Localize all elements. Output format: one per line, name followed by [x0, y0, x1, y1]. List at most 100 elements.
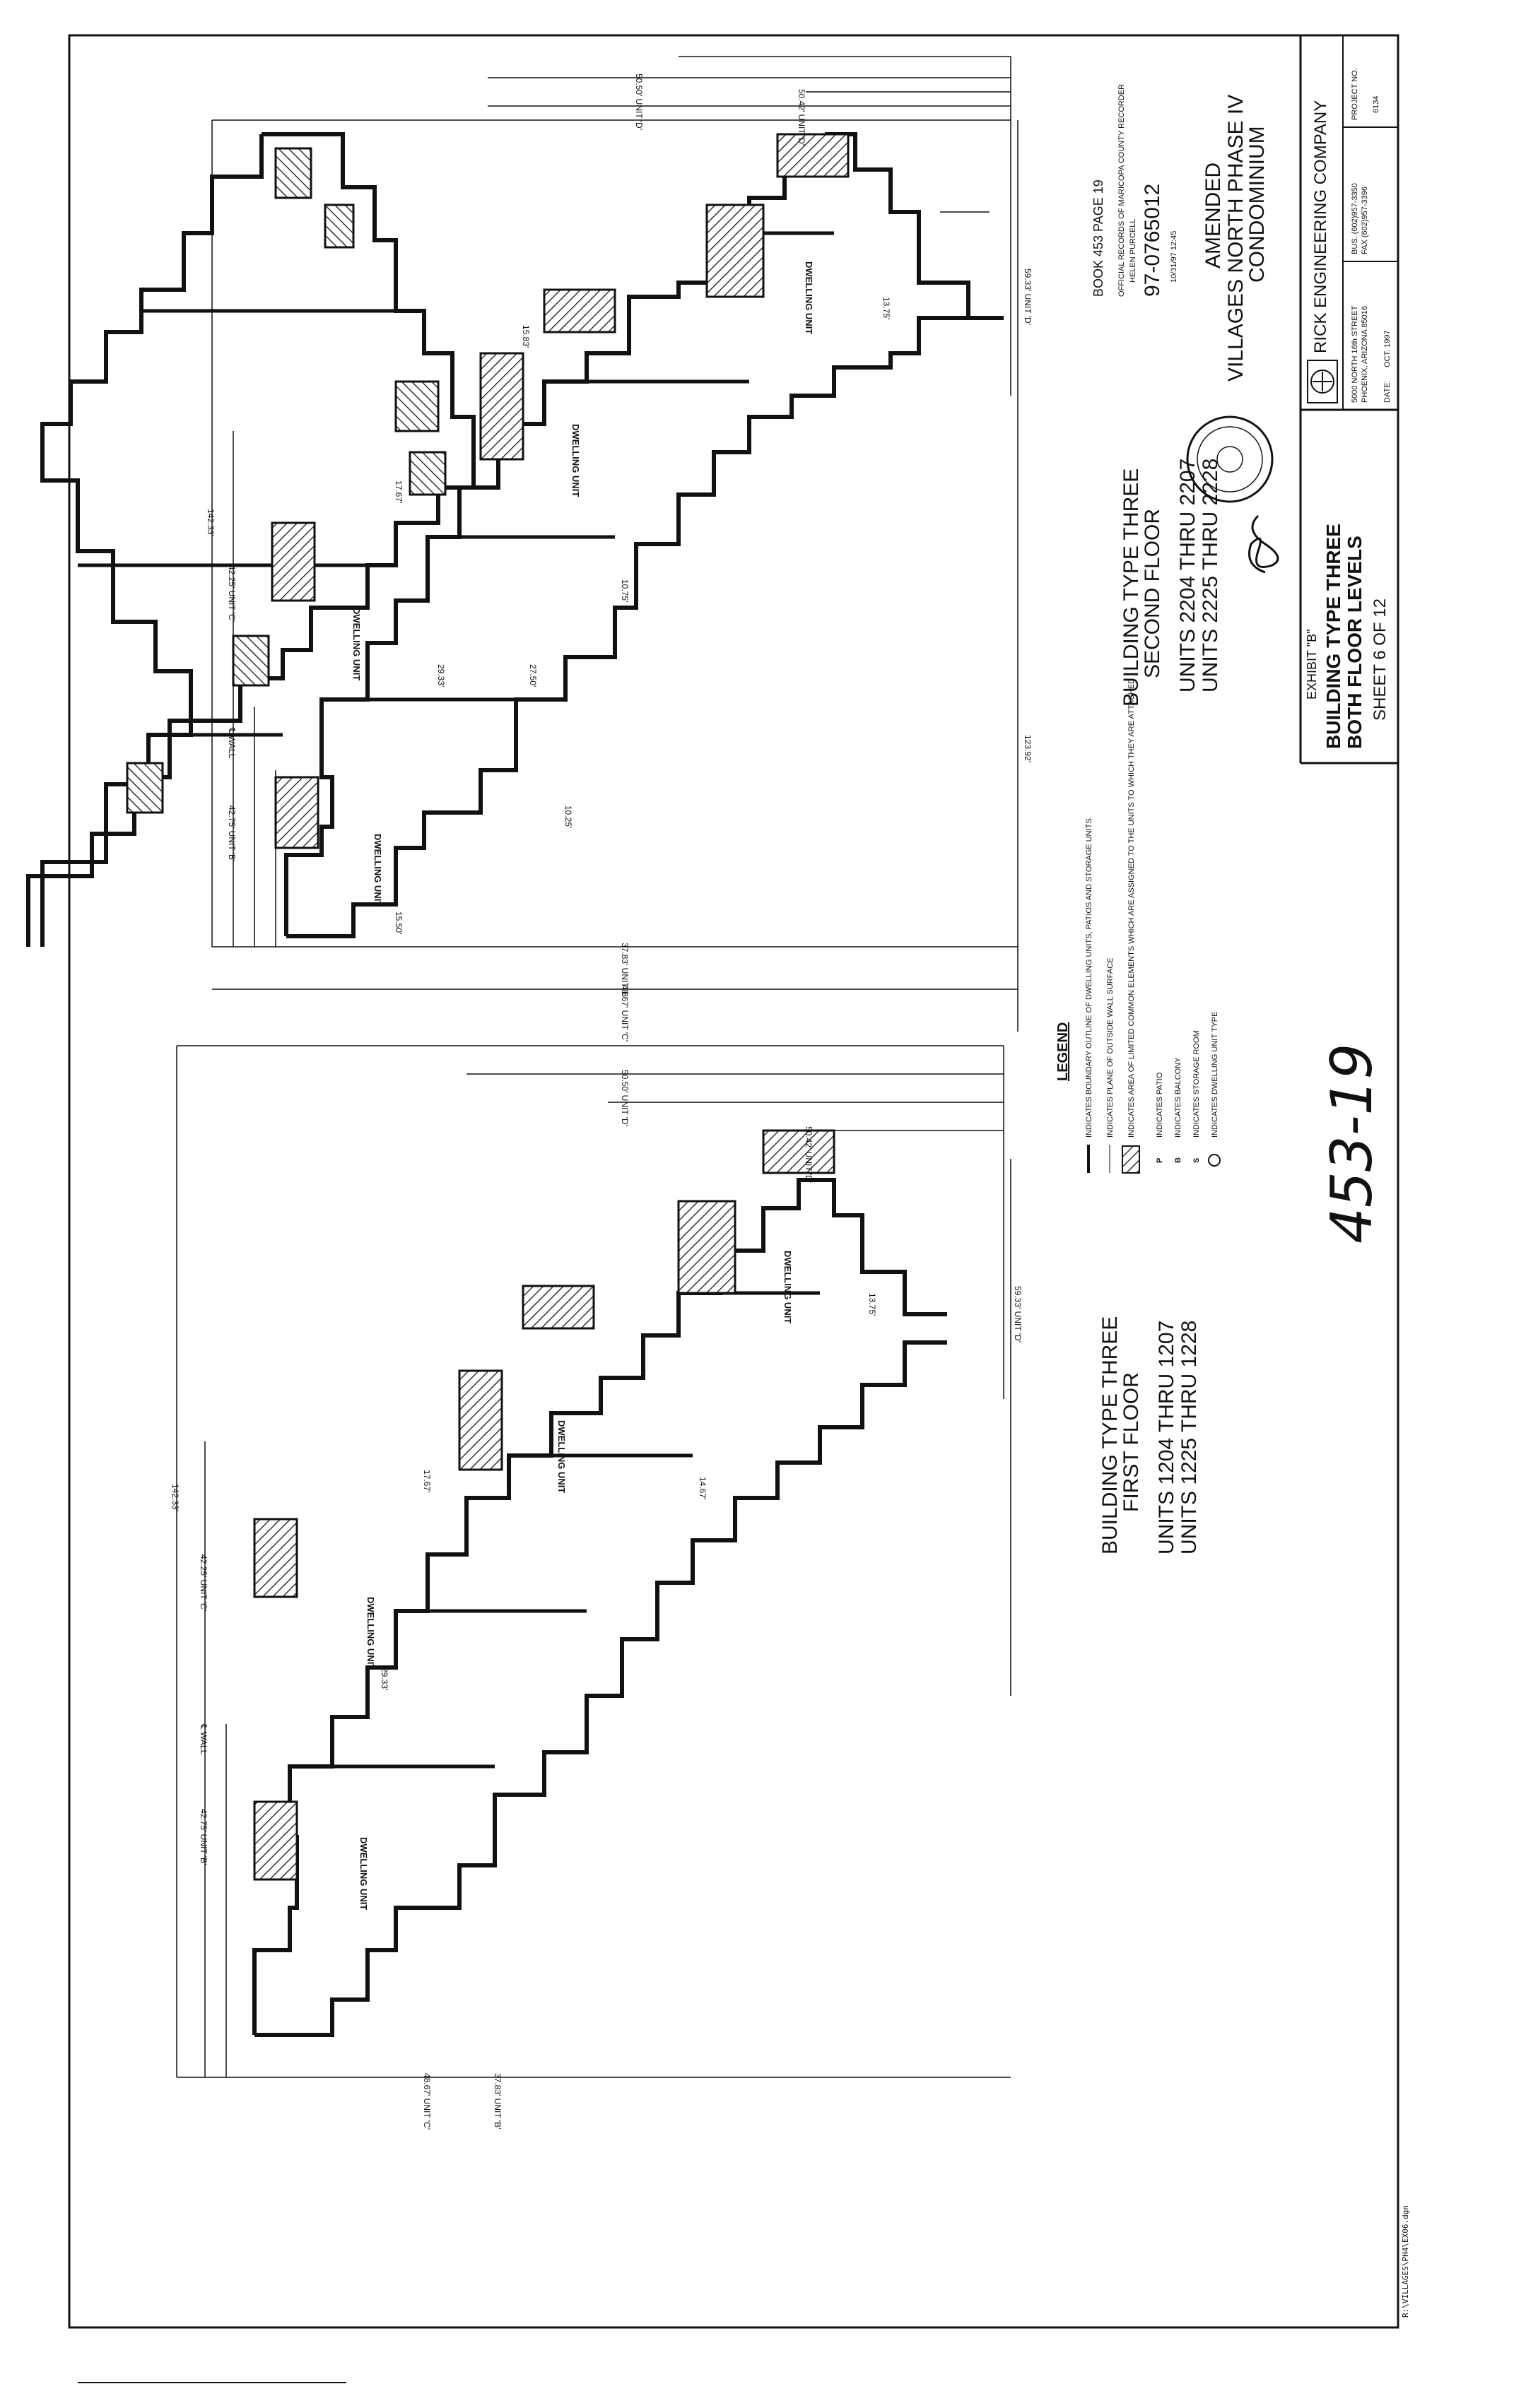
legend-item-4: INDICATES BALCONY [1174, 1057, 1182, 1138]
dwelling-unit-label: DWELLING UNIT [365, 1597, 376, 1670]
plan-second-floor [26, 132, 476, 947]
date-label: DATE: [1383, 380, 1392, 403]
first-floor-title-2: FIRST FLOOR [1120, 1372, 1143, 1512]
project-number-label: PROJECT NO. [1351, 68, 1359, 120]
dim-unit-b-4275-first: 42.75' UNIT 'B' [199, 1809, 209, 1865]
dim-unit-d-5933-first: 59.33' UNIT 'D' [1013, 1286, 1023, 1342]
second-floor-units-1: UNITS 2204 THRU 2207 [1176, 459, 1199, 692]
exhibit-label: EXHIBIT "B" [1305, 630, 1319, 700]
dwelling-unit-label: DWELLING UNIT [372, 834, 383, 907]
legend-symbol-s: S [1192, 1158, 1201, 1163]
dim-unit-c-4225-first: 42.25' UNIT 'C' [199, 1554, 209, 1611]
recording-stamp: BOOK 453 PAGE 19 OFFICIAL RECORDS OF MAR… [1091, 84, 1178, 297]
handwritten-page-number: 453-19 [1319, 1044, 1385, 1244]
footer-file-path: R:\VILLAGES\PH4\EX06.dgn [1401, 2205, 1410, 2318]
project-line-3: CONDOMINIUM [1245, 126, 1269, 283]
dim-1375: 13.75' [881, 297, 891, 319]
dim-unit-d-5042: 50.42' UNIT 'D' [797, 89, 806, 146]
dwelling-unit-label: DWELLING UNIT [570, 424, 581, 497]
first-floor-dimensions [176, 1045, 1011, 2078]
dim-overall: 123.92' [1023, 735, 1033, 762]
second-floor-hatches [271, 133, 850, 849]
dwelling-unit-label: DWELLING UNIT [804, 261, 814, 334]
dim-unit-d-5050: 50.50' UNIT 'D' [634, 73, 644, 130]
dim-1025: 10.25' [563, 805, 573, 828]
dim-unit-c-4867: 48.67' UNIT 'C' [620, 985, 630, 1041]
company-address-2: PHOENIX, ARIZONA 85016 [1361, 306, 1369, 403]
second-floor-title-2: SECOND FLOOR [1141, 509, 1164, 678]
legend-item-2: INDICATES AREA OF LIMITED COMMON ELEMENT… [1127, 678, 1136, 1138]
dwelling-unit-label: DWELLING UNIT [358, 1837, 369, 1910]
dim-14233-first: 142.33' [170, 1484, 180, 1511]
date-value: OCT. 1997 [1383, 330, 1392, 367]
project-name: AMENDED VILLAGES NORTH PHASE IV CONDOMIN… [1202, 95, 1269, 382]
sheet-border [68, 34, 1399, 2329]
dim-unit-b-3783: 37.83' UNIT 'B' [620, 943, 630, 998]
sheet-title-2: BOTH FLOOR LEVELS [1344, 536, 1366, 749]
company-logo [1307, 360, 1338, 403]
legend-item-6: INDICATES DWELLING UNIT TYPE [1211, 1012, 1219, 1138]
dim-1075: 10.75' [620, 579, 630, 602]
recording-recorder: HELEN PURCELL [1129, 219, 1137, 283]
dim-1550: 15.50' [394, 911, 404, 934]
sheet-number: SHEET 6 OF 12 [1370, 598, 1390, 721]
dwelling-unit-labels: DWELLING UNIT DWELLING UNIT DWELLING UNI… [351, 261, 814, 1910]
dwelling-unit-label: DWELLING UNIT [782, 1251, 793, 1323]
dim-unit-d-5933: 59.33' UNIT 'D' [1023, 268, 1033, 325]
dim-unit-d-5042-first: 50.42' UNIT 'D' [804, 1126, 814, 1183]
company-address-1: 5000 NORTH 16th STREET [1351, 305, 1359, 403]
project-line-1: AMENDED [1202, 163, 1225, 268]
dim-unit-c-4225: 42.25' UNIT 'C' [227, 565, 237, 622]
legend-symbol-b: B [1174, 1157, 1182, 1163]
company-phone: BUS. (602)957-3350 [1351, 183, 1359, 254]
title-block-text: EXHIBIT "B" BUILDING TYPE THREE BOTH FLO… [1305, 68, 1392, 749]
recording-book: BOOK 453 PAGE 19 [1091, 179, 1105, 297]
project-line-2: VILLAGES NORTH PHASE IV [1224, 95, 1248, 382]
title-block [1299, 35, 1398, 765]
first-floor-title-1: BUILDING TYPE THREE [1098, 1316, 1122, 1554]
first-floor-units-2: UNITS 1225 THRU 1228 [1178, 1321, 1201, 1554]
legend-item-3: INDICATES PATIO [1156, 1072, 1164, 1138]
dim-1375-first: 13.75' [867, 1293, 877, 1316]
dim-2933: 29.33' [436, 664, 446, 687]
second-floor-hatched-areas [126, 147, 447, 814]
first-floor-units-1: UNITS 1204 THRU 1207 [1155, 1321, 1178, 1554]
second-floor-dimensions [211, 56, 1019, 1032]
second-floor-title-1: BUILDING TYPE THREE [1120, 468, 1143, 707]
company-fax: FAX (602)957-3396 [1361, 187, 1369, 254]
dim-unit-b-4275: 42.75' UNIT 'B' [227, 805, 237, 861]
legend-item-1: INDICATES PLANE OF OUTSIDE WALL SURFACE [1106, 958, 1115, 1138]
legend-item-0: INDICATES BOUNDARY OUTLINE OF DWELLING U… [1085, 816, 1093, 1138]
second-floor-units-2: UNITS 2225 THRU 2228 [1199, 459, 1222, 692]
legend-symbol-p: P [1156, 1158, 1164, 1163]
wall-label: ℄ WALL [227, 727, 237, 759]
dim-1467-first: 14.67' [698, 1477, 708, 1499]
first-floor-hatches [253, 1129, 835, 1881]
recording-office: OFFICIAL RECORDS OF MARICOPA COUNTY RECO… [1117, 84, 1126, 297]
dwelling-unit-label: DWELLING UNIT [556, 1420, 567, 1493]
dim-1583: 15.83' [521, 325, 531, 348]
second-floor-title: BUILDING TYPE THREE SECOND FLOOR UNITS 2… [1120, 459, 1222, 707]
legend-item-5: INDICATES STORAGE ROOM [1192, 1030, 1201, 1138]
dim-unit-c-4867-first: 48.67' UNIT 'C' [422, 2073, 432, 2130]
recording-number: 97-0765012 [1141, 184, 1164, 297]
dim-1767: 17.67' [394, 480, 404, 503]
first-floor-title: BUILDING TYPE THREE FIRST FLOOR UNITS 12… [1098, 1316, 1201, 1554]
wall-label-first: ℄ WALL [199, 1723, 209, 1755]
company-name: RICK ENGINEERING COMPANY [1311, 100, 1330, 353]
second-floor-building-outline [26, 132, 476, 947]
legend-hatch-symbol [1122, 1145, 1140, 1174]
registrar-seal [1186, 415, 1274, 503]
legend-circle-symbol [1208, 1154, 1221, 1167]
dim-14233: 142.33' [206, 509, 216, 536]
sheet-title-1: BUILDING TYPE THREE [1322, 524, 1344, 749]
dwelling-unit-label: DWELLING UNIT [351, 608, 362, 680]
dim-2750: 27.50' [528, 664, 538, 687]
signature [1248, 514, 1279, 574]
dimension-labels: 142.33' 42.25' UNIT 'C' 42.75' UNIT 'B' … [170, 73, 1033, 2130]
first-floor-plan-page [252, 1178, 947, 2037]
legend-title: LEGEND [1055, 1022, 1071, 1081]
dim-unit-d-5050-first: 50.50' UNIT 'D' [620, 1070, 630, 1126]
dim-1767-first: 17.67' [422, 1470, 432, 1492]
